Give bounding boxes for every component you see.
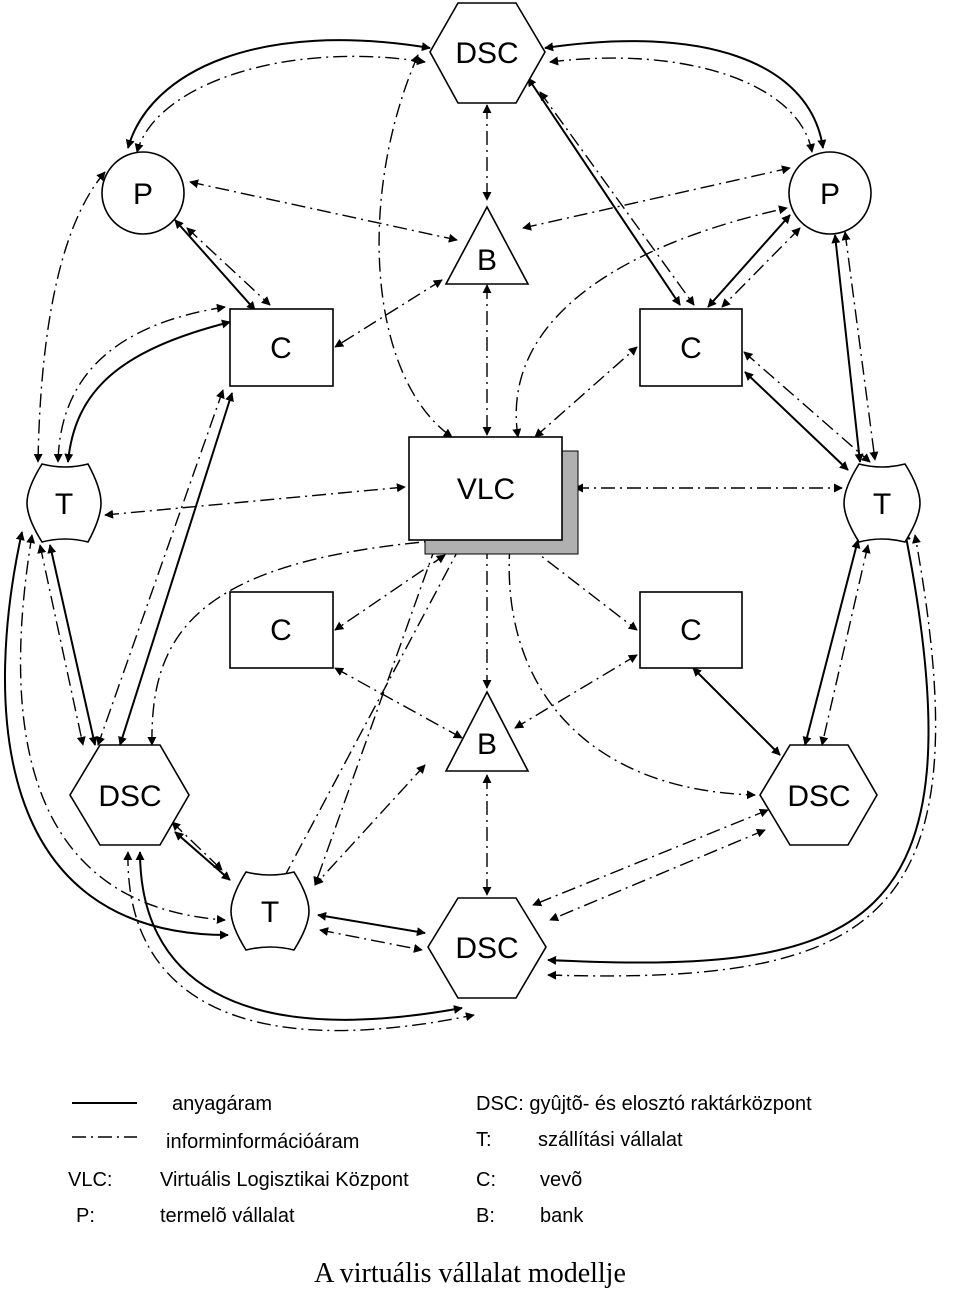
node-label: B: [477, 728, 497, 761]
legend-t-key: T:: [476, 1129, 492, 1151]
flow-info: [549, 828, 766, 922]
node-label: DSC: [98, 780, 161, 813]
legend-vlc-desc: Virtuális Logisztikai Központ: [160, 1169, 409, 1191]
node-dsc-left: DSC: [69, 744, 190, 846]
flow-material: [174, 219, 256, 311]
flow-info: [841, 231, 879, 461]
flow-material: [544, 40, 827, 149]
flow-info: [504, 544, 756, 800]
flow-material: [744, 371, 849, 471]
node-label: C: [680, 332, 702, 365]
node-dsc-top: DSC: [429, 2, 546, 104]
node-p-right: P: [788, 151, 872, 235]
flow-info: [96, 389, 225, 746]
node-b-mid: B: [444, 690, 530, 772]
legend-b-key: B:: [476, 1205, 495, 1227]
flow-info: [19, 534, 226, 924]
flow-material: [174, 831, 231, 881]
node-label: C: [270, 332, 292, 365]
legend-dsc-def: DSC: gyûjtõ- és elosztó raktárközpont: [476, 1093, 812, 1115]
flow-material: [47, 544, 98, 746]
node-c-mid-left: C: [229, 591, 334, 669]
flow-material: [692, 667, 781, 756]
node-t-bottom: T: [230, 871, 310, 951]
flow-info: [53, 303, 226, 463]
flow-info: [539, 91, 695, 306]
flow-material: [802, 539, 861, 746]
node-dsc-bottom: DSC: [427, 897, 547, 999]
node-t-right: T: [843, 463, 921, 543]
node-label: DSC: [455, 37, 518, 70]
flow-info: [189, 179, 458, 243]
flow-material: [125, 39, 431, 149]
legend-b-desc: bank: [540, 1205, 584, 1227]
node-vlc: VLC: [408, 436, 579, 555]
flow-info: [522, 165, 791, 231]
flow-material: [3, 531, 229, 940]
flow-info: [313, 544, 438, 886]
flow-info: [534, 346, 638, 438]
figure-caption: A virtuális vállalat modellje: [314, 1258, 626, 1289]
flow-info: [104, 483, 406, 519]
flow-info: [526, 544, 638, 631]
node-label: DSC: [455, 932, 518, 965]
flow-info: [512, 205, 788, 438]
legend-c-key: C:: [476, 1169, 496, 1191]
flow-info: [334, 279, 443, 348]
legend: anyagáram informinformációáram VLC: Virt…: [68, 1093, 812, 1227]
node-b-top: B: [444, 205, 530, 285]
flow-info: [334, 554, 446, 631]
node-c-top-left: C: [229, 308, 334, 387]
node-label: C: [680, 614, 702, 647]
node-label: T: [873, 488, 891, 521]
node-dsc-right: DSC: [759, 744, 878, 846]
legend-material-flow: anyagáram: [172, 1093, 272, 1115]
flow-info: [743, 351, 871, 463]
flow-info: [334, 667, 463, 739]
flow-info: [186, 227, 271, 306]
node-label: T: [55, 488, 73, 521]
node-label: P: [820, 178, 840, 211]
flow-info: [549, 56, 815, 153]
flow-material: [527, 77, 681, 306]
legend-t-desc: szállítási vállalat: [538, 1129, 683, 1151]
flow-material: [118, 392, 234, 746]
node-label: VLC: [457, 473, 515, 506]
flow-material: [317, 911, 426, 937]
flow-info: [319, 927, 423, 953]
flow-info: [33, 171, 106, 463]
legend-info-flow: informinformációáram: [166, 1131, 359, 1153]
legend-c-desc: vevõ: [540, 1169, 582, 1191]
flow-info: [514, 654, 638, 729]
legend-p-desc: termelõ vállalat: [160, 1205, 295, 1227]
node-label: DSC: [787, 780, 850, 813]
flow-info: [123, 851, 475, 1032]
legend-p-key: P:: [76, 1205, 95, 1227]
flow-info: [532, 808, 769, 907]
node-label: P: [133, 178, 153, 211]
node-label: B: [477, 244, 497, 277]
flow-material: [707, 214, 791, 308]
legend-vlc-key: VLC:: [68, 1169, 112, 1191]
node-c-mid-right: C: [639, 591, 743, 669]
node-t-left: T: [26, 463, 102, 543]
node-p-left: P: [101, 151, 185, 235]
connections: [3, 39, 937, 1032]
flow-info: [547, 534, 937, 980]
flow-info: [721, 227, 801, 308]
flow-material: [831, 234, 864, 463]
node-label: T: [261, 896, 279, 929]
flow-info: [314, 764, 426, 886]
flow-info: [378, 54, 453, 438]
flow-info: [819, 544, 871, 746]
node-label: C: [270, 614, 292, 647]
flow-info: [171, 821, 223, 871]
node-c-top-right: C: [639, 308, 743, 387]
flow-info: [134, 55, 426, 153]
flow-info: [37, 544, 86, 746]
